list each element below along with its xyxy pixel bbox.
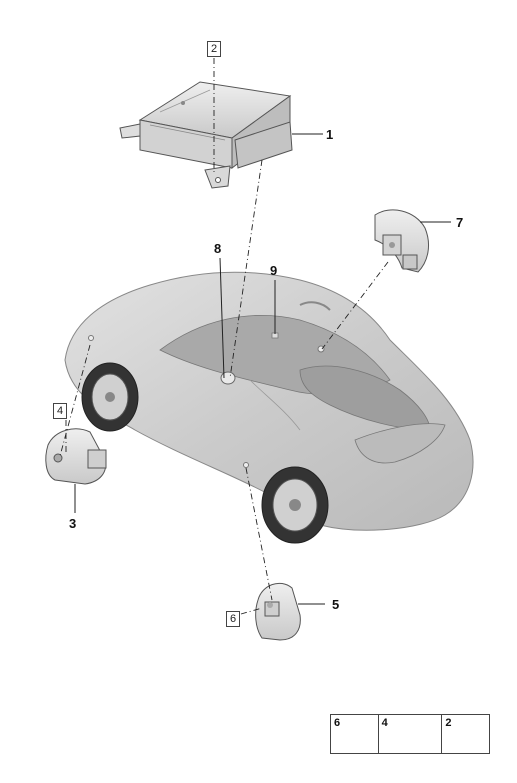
callout-3: 3 [69, 516, 77, 531]
legend-cell-2: 2 [442, 715, 489, 753]
callout-8: 8 [214, 241, 222, 256]
boxed-ref-4: 4 [53, 403, 67, 419]
legend-number: 2 [445, 717, 452, 729]
legend-number: 6 [334, 717, 341, 729]
sensor-part-7 [374, 209, 429, 273]
hardware-legend: 6 4 2 [330, 714, 490, 754]
assembly-lines [59, 58, 389, 615]
leader-lines [74, 133, 451, 605]
legend-cell-6: 6 [331, 715, 379, 753]
sensor-part-5 [255, 582, 301, 641]
sensor-part-3 [45, 428, 107, 485]
callout-5: 5 [332, 597, 340, 612]
car-illustration [64, 271, 474, 544]
boxed-ref-2: 2 [207, 41, 221, 57]
airbag-control-unit [119, 81, 293, 189]
callout-9: 9 [270, 263, 278, 278]
boxed-ref-6: 6 [226, 611, 240, 627]
legend-cell-4: 4 [379, 715, 443, 753]
legend-number: 4 [381, 717, 388, 729]
callout-7: 7 [456, 215, 464, 230]
callout-1: 1 [326, 127, 334, 142]
